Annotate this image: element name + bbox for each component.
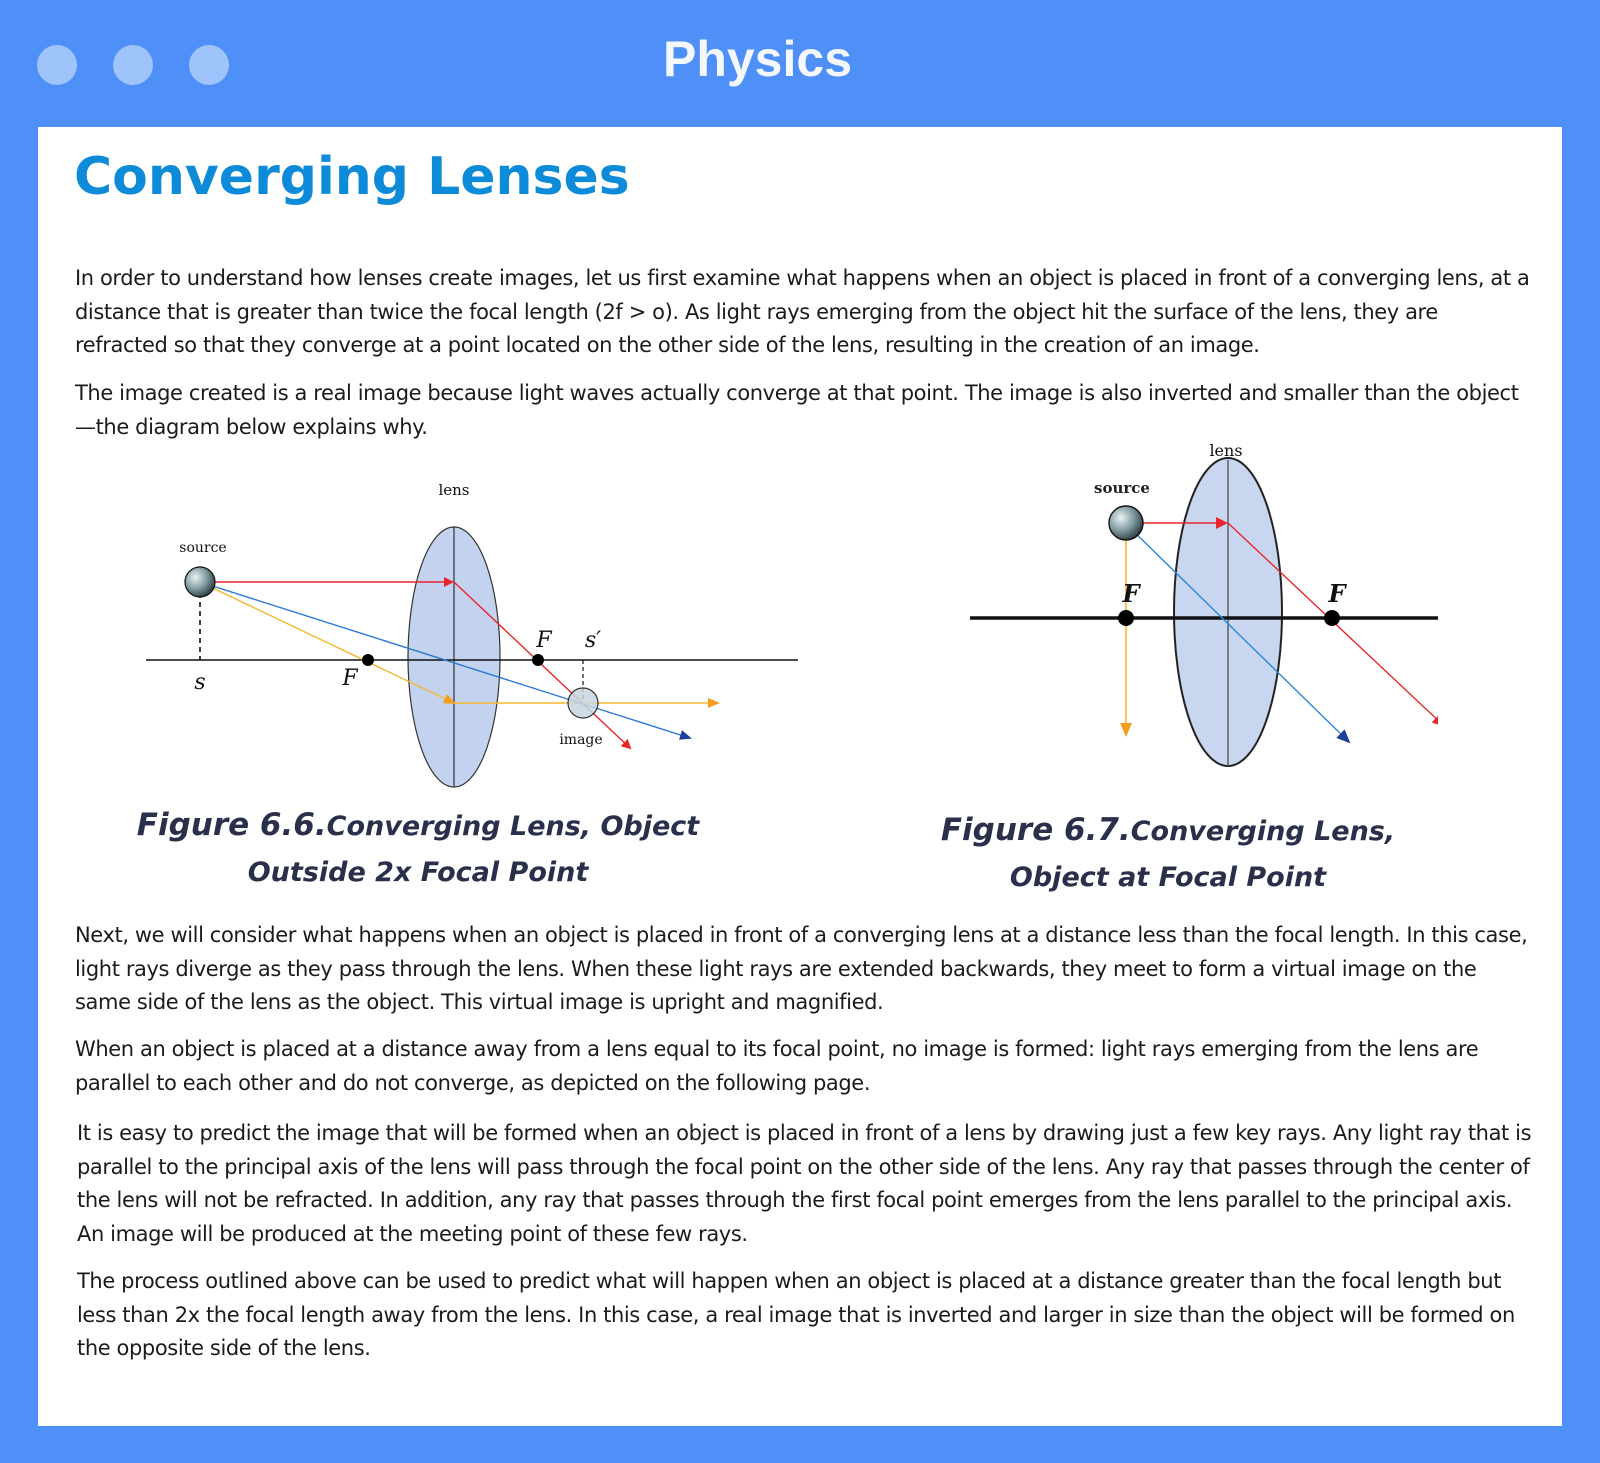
figure-6-7-caption-text: Converging Lens, Object at Focal Point (1009, 816, 1396, 893)
figure-6-6-caption-text: Converging Lens, Object Outside 2x Focal… (247, 811, 700, 888)
paragraph-real-image: The image created is a real image becaus… (75, 381, 1519, 439)
label-f-right-2: F (1327, 579, 1347, 608)
window-title: Physics (662, 31, 852, 87)
page-title: Converging Lenses (74, 147, 630, 207)
ray-orange-focal (199, 581, 456, 704)
label-f-left-2: F (1121, 579, 1141, 608)
paragraph-virtual-image: Next, we will consider what happens when… (75, 923, 1528, 1015)
figure-6-7-caption: Figure 6.7.Converging Lens, Object at Fo… (918, 807, 1418, 901)
focal-point-left (362, 654, 374, 666)
label-source-2: source (1094, 479, 1150, 497)
source-ball (184, 566, 216, 598)
figure-6-7-caption-number: Figure 6.7. (940, 812, 1131, 848)
window-close-dot[interactable] (37, 45, 77, 85)
focal-point-right (532, 654, 544, 666)
paragraph-between-f-and-2f: The process outlined above can be used t… (77, 1269, 1515, 1361)
figure-6-6-caption: Figure 6.6.Converging Lens, Object Outsi… (98, 802, 738, 896)
paragraph-key-rays: It is easy to predict the image that wil… (77, 1121, 1532, 1246)
label-s: s (194, 670, 205, 695)
label-s-prime: s′ (585, 628, 601, 653)
figure-6-6-caption-number: Figure 6.6. (136, 807, 327, 843)
label-f-right: F (535, 628, 552, 653)
figure-converging-lens-outside-2f: lens source s F F s′ image (146, 481, 798, 788)
document-page: Converging Lenses In order to understand… (38, 127, 1562, 1426)
paragraph-at-focal-point: When an object is placed at a distance a… (75, 1037, 1479, 1095)
window-minimize-dot[interactable] (113, 45, 153, 85)
ray-blue-center (199, 581, 692, 740)
label-lens-2: lens (1209, 442, 1242, 460)
window-titlebar: Physics (0, 0, 1600, 127)
label-lens: lens (438, 481, 469, 499)
label-source: source (179, 540, 226, 556)
label-f-left: F (341, 666, 358, 691)
ray-red-refracted (453, 581, 632, 750)
window-maximize-dot[interactable] (189, 45, 229, 85)
focal-point-left-2 (1118, 610, 1134, 626)
figure-converging-lens-at-focal-point: lens source F F (970, 442, 1438, 767)
image-ball (567, 687, 599, 719)
paragraph-intro: In order to understand how lenses create… (75, 266, 1530, 358)
source-ball-2 (1108, 505, 1144, 541)
ray-blue-center-2 (1125, 523, 1351, 744)
label-image: image (559, 732, 602, 748)
focal-point-right-2 (1324, 610, 1340, 626)
